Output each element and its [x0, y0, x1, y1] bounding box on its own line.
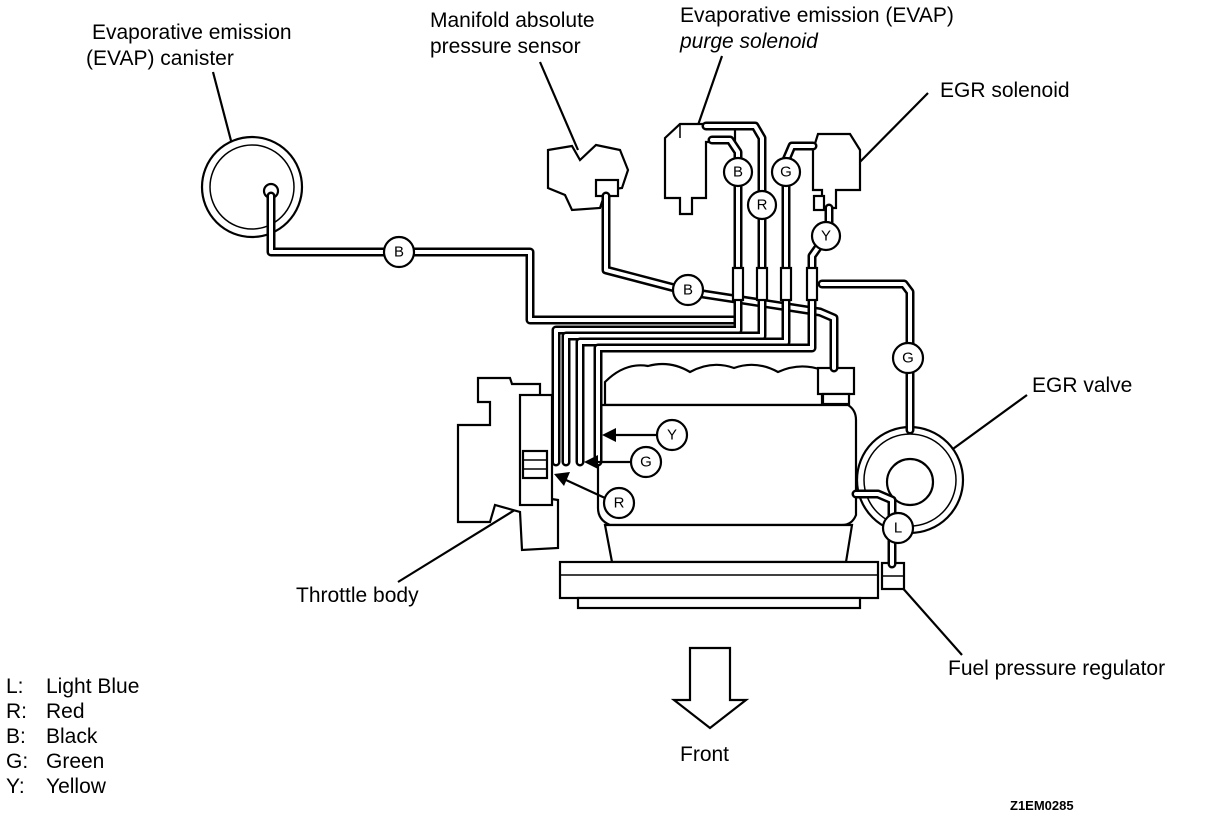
egr-solenoid — [811, 132, 862, 212]
map-sensor-body — [546, 143, 630, 212]
arrow-g-head — [584, 455, 598, 469]
map-sensor — [546, 143, 630, 212]
rail-bottom — [576, 596, 862, 610]
tube-connector-4 — [805, 266, 819, 302]
throttle-body-connector — [521, 449, 549, 480]
manifold-vacuum-port — [816, 366, 856, 396]
leader-lines — [211, 55, 1028, 656]
tag-throttle-g: G — [629, 445, 663, 479]
tag-map-line-text: B — [683, 282, 693, 299]
legend-key-g: G: — [6, 750, 28, 773]
tag-canister-line-text: B — [394, 244, 404, 261]
legend-key-y: Y: — [6, 775, 25, 798]
arrow-y-head — [602, 428, 616, 442]
arrow-r-head — [554, 472, 570, 486]
legend-name-r: Red — [46, 700, 85, 723]
color-legend: L: Light Blue R: Red B: Black G: Green Y… — [6, 675, 139, 798]
evap-purge-solenoid-label: Evaporative emission (EVAP) purge soleno… — [679, 4, 954, 53]
front-direction: Front — [670, 646, 750, 766]
tag-egr-sol-y: Y — [810, 220, 842, 252]
lower-manifold — [603, 523, 854, 564]
evap-canister-label-line-1: Evaporative emission — [92, 21, 292, 44]
legend-name-b: Black — [46, 725, 98, 748]
egr-solenoid-body — [811, 132, 862, 210]
engine-assembly — [456, 362, 906, 610]
hose-canister — [266, 191, 743, 325]
evap-canister-inner — [209, 144, 295, 230]
tag-egr-sol-g-text: G — [780, 164, 792, 181]
tube-connector-1 — [731, 266, 745, 302]
egr-valve-label: EGR valve — [1032, 374, 1132, 397]
tag-purge-r: R — [746, 189, 778, 221]
egr-valve — [855, 425, 965, 535]
tag-throttle-g-text: G — [640, 454, 652, 471]
map-sensor-label-line-2: pressure sensor — [430, 35, 581, 58]
legend-key-b: B: — [6, 725, 26, 748]
throttle-port-arrows — [554, 428, 657, 499]
front-arrow-icon — [670, 646, 750, 730]
fuel-rail — [558, 560, 880, 600]
egr-valve-port — [885, 457, 935, 507]
evap-canister-label: Evaporative emission (EVAP) canister — [86, 21, 292, 70]
leader-fuel-regulator — [899, 584, 963, 656]
throttle-body-label: Throttle body — [296, 584, 419, 607]
tube-connector-2 — [755, 266, 769, 302]
legend-name-y: Yellow — [46, 775, 107, 798]
arrow-r-line — [565, 479, 606, 499]
tag-egr-valve-g: G — [891, 341, 925, 375]
evap-canister-label-line-2: (EVAP) canister — [86, 47, 234, 70]
tag-egr-sol-y-text: Y — [821, 228, 831, 245]
evap-canister-outer — [200, 135, 304, 239]
leader-purge-solenoid — [695, 55, 724, 129]
map-sensor-label-line-1: Manifold absolute — [430, 9, 595, 32]
tag-regulator-l: L — [881, 511, 915, 545]
tag-throttle-r-text: R — [614, 495, 625, 512]
figure-code: Z1EM0285 — [1010, 798, 1074, 813]
front-label: Front — [680, 743, 729, 766]
leader-throttle-body — [397, 507, 519, 583]
legend-name-g: Green — [46, 750, 104, 773]
fuel-pressure-regulator-label: Fuel pressure regulator — [948, 657, 1165, 680]
leader-egr-solenoid — [849, 92, 929, 173]
vacuum-hoses — [266, 121, 915, 569]
leader-map-sensor — [538, 61, 580, 151]
tag-regulator-l-text: L — [894, 520, 902, 537]
egr-solenoid-port — [812, 194, 826, 212]
intake-plenum — [603, 362, 824, 407]
tag-canister-line: B — [382, 235, 416, 269]
tag-throttle-y-text: Y — [667, 427, 677, 444]
legend-key-r: R: — [6, 700, 27, 723]
tag-purge-b: B — [722, 156, 754, 188]
tag-throttle-y: Y — [655, 418, 689, 452]
tag-egr-sol-g: G — [770, 156, 802, 188]
tag-map-line: B — [671, 273, 705, 307]
legend-key-l: L: — [6, 675, 24, 698]
evap-purge-solenoid-label-line-1: Evaporative emission (EVAP) — [680, 4, 954, 27]
evap-purge-solenoid-label-line-2: purge solenoid — [679, 30, 819, 53]
map-sensor-label: Manifold absolute pressure sensor — [430, 9, 595, 58]
tube-connector-3 — [779, 266, 793, 302]
manifold-vacuum-port-base — [821, 392, 851, 406]
tag-egr-valve-g-text: G — [902, 350, 914, 367]
tag-purge-r-text: R — [757, 197, 768, 214]
tag-throttle-r: R — [602, 486, 636, 520]
legend-name-l: Light Blue — [46, 675, 139, 698]
tag-purge-b-text: B — [733, 164, 743, 181]
evap-canister — [200, 135, 304, 239]
egr-solenoid-label: EGR solenoid — [940, 79, 1070, 102]
